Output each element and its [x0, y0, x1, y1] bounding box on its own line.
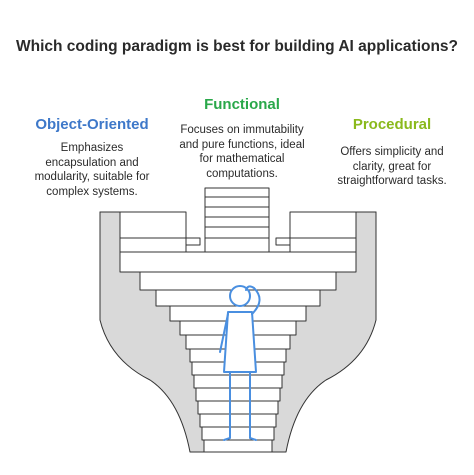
heading-functional: Functional	[204, 96, 280, 113]
desc-line: clarity, great for	[352, 160, 432, 173]
desc-line: Offers simplicity and	[340, 146, 444, 158]
description-object-oriented: Emphasizes encapsulation and modularity,…	[18, 141, 166, 199]
desc-line: complex systems.	[46, 185, 138, 198]
description-functional: Focuses on immutability and pure functio…	[170, 123, 314, 181]
person-torso	[223, 311, 257, 373]
desc-line: computations.	[206, 167, 278, 180]
heading-object-oriented: Object-Oriented	[35, 116, 149, 133]
desc-line: and pure functions, ideal	[179, 138, 305, 151]
stair-step	[195, 387, 281, 402]
stair-step	[119, 237, 187, 253]
stair-step	[289, 237, 357, 253]
stair-step	[197, 400, 279, 415]
desc-line: encapsulation and	[45, 156, 139, 169]
desc-line: Emphasizes	[60, 142, 124, 154]
stair-step	[199, 413, 277, 428]
person-leg-right	[249, 371, 257, 441]
page-title: Which coding paradigm is best for buildi…	[15, 38, 459, 55]
person-arm-raised	[245, 285, 261, 315]
stair-step	[201, 426, 275, 441]
thinking-person-icon	[219, 285, 261, 441]
person-arm-down	[219, 313, 229, 353]
desc-line: Focuses on immutability	[180, 124, 304, 136]
desc-line: modularity, suitable for	[34, 171, 150, 183]
desc-line: for mathematical	[199, 153, 285, 165]
person-head	[229, 285, 251, 307]
center-column	[204, 187, 270, 253]
stair-step	[193, 374, 283, 389]
stair-step	[203, 439, 273, 453]
description-procedural: Offers simplicity and clarity, great for…	[318, 145, 466, 189]
person-leg-left	[223, 371, 231, 441]
desc-line: straightforward tasks.	[337, 175, 447, 187]
stair-step	[119, 251, 357, 273]
heading-procedural: Procedural	[352, 116, 432, 133]
